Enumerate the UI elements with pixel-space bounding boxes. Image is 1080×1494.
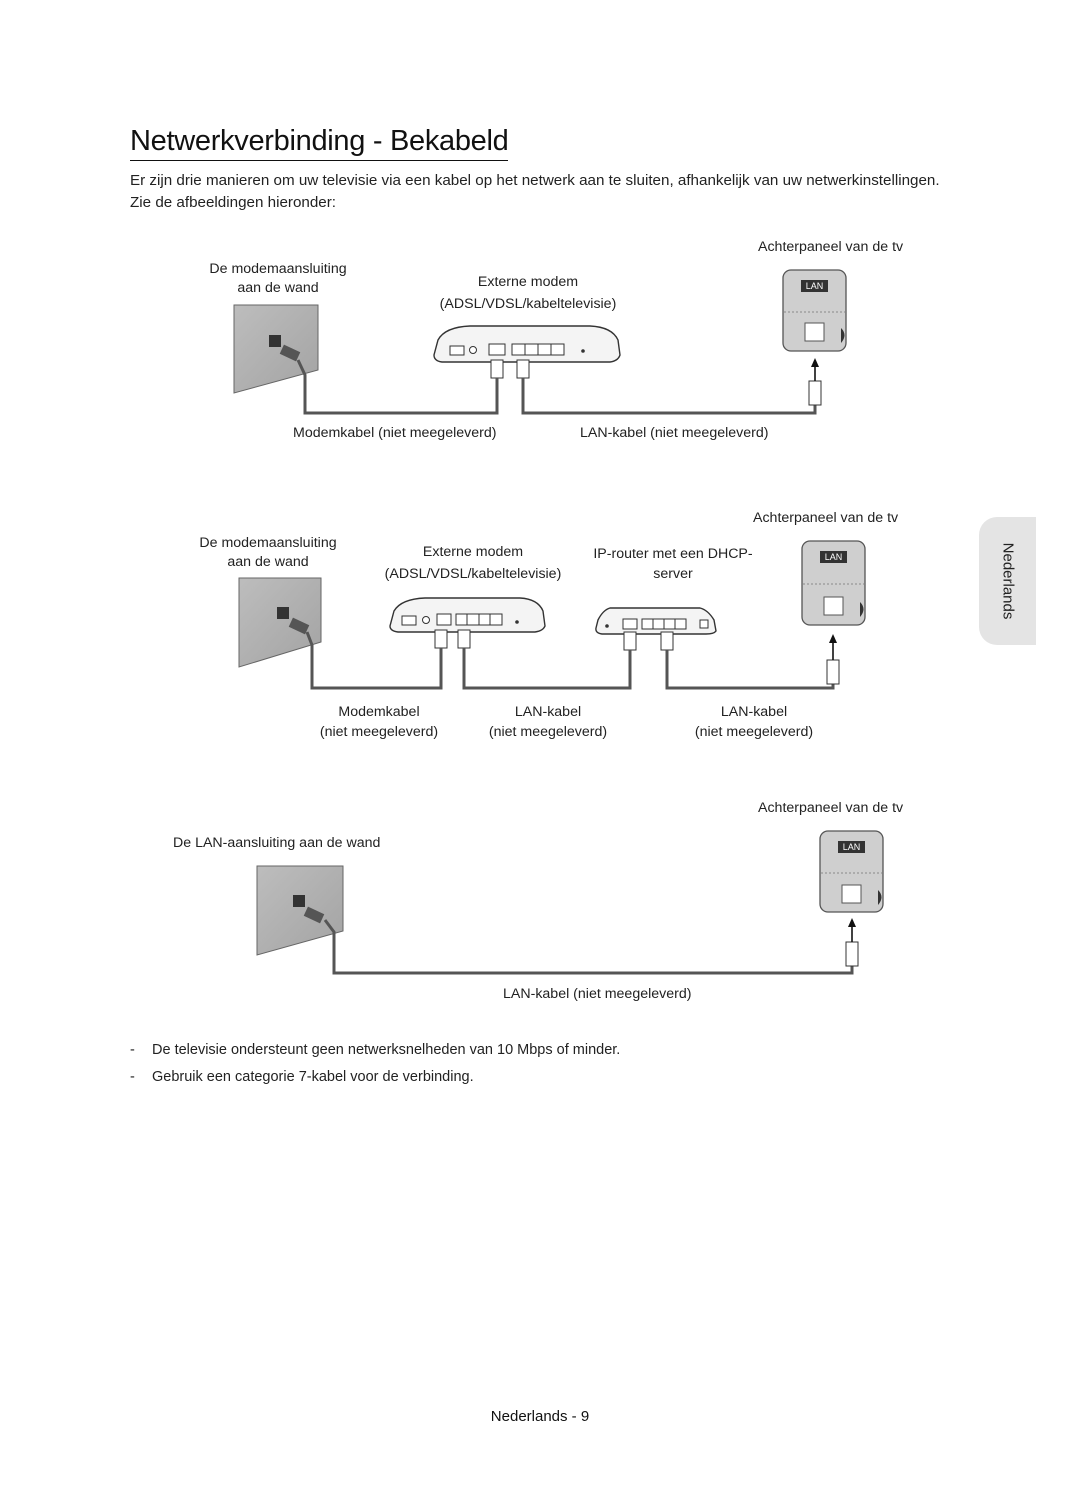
language-side-tab[interactable]: Nederlands: [979, 517, 1036, 645]
diagram3-wall-label: De LAN-aansluiting aan de wand: [173, 835, 381, 851]
diagram1-modem-cable-label: Modemkabel (niet meegeleverd): [293, 425, 497, 441]
diagram2-router-label: IP-router met een DHCP-server: [593, 546, 753, 582]
notes-list: -De televisie ondersteunt geen netwerksn…: [130, 1040, 620, 1094]
note-item: -De televisie ondersteunt geen netwerksn…: [130, 1042, 621, 1058]
diagram2-lan-cable-2-label: LAN-kabel(niet meegeleverd): [694, 704, 814, 740]
diagram2-graphics: [238, 540, 866, 690]
diagram1-wall: [233, 304, 319, 394]
diagram2-modem-cable: [305, 631, 443, 690]
diagram1-lan-port-label: LAN: [805, 281, 824, 291]
diagram1-tv-panel: [782, 269, 847, 352]
note-item: -Gebruik een categorie 7-kabel voor de v…: [130, 1069, 474, 1085]
diagram2-modem-cable-label: Modemkabel(niet meegeleverd): [319, 704, 439, 740]
page-title: Netwerkverbinding - Bekabeld: [130, 124, 509, 161]
diagram3-tv-panel: [819, 830, 884, 913]
diagram1-tv-label: Achterpaneel van de tv: [758, 239, 904, 255]
diagram3-lan-port-label: LAN: [842, 842, 861, 852]
diagram2-tv-panel: [801, 540, 866, 626]
diagram3-tv-label: Achterpaneel van de tv: [758, 800, 904, 816]
diagram2-modem-label: Externe modem(ADSL/VDSL/kabeltelevisie): [384, 544, 562, 582]
diagram2-lan-cable-2: [665, 650, 835, 690]
diagram3-lan-cable: [323, 919, 854, 975]
diagram1-graphics: [233, 269, 847, 415]
diagram3-wall: [256, 865, 344, 956]
diagram3-cable-label: LAN-kabel (niet meegeleverd): [503, 986, 692, 1002]
diagram2-wall: [238, 577, 322, 668]
diagram1-wall-plug: [279, 344, 301, 362]
diagram1-lan-cable-label: LAN-kabel (niet meegeleverd): [580, 425, 769, 441]
diagram2-lan-port-label: LAN: [824, 552, 843, 562]
diagram1-lan-cable: [521, 378, 817, 415]
diagram2-lan-cable-1-label: LAN-kabel(niet meegeleverd): [488, 704, 608, 740]
diagram2-lan-cable-1: [462, 648, 632, 690]
diagram1-wall-socket: [269, 335, 281, 347]
diagram2-tv-label: Achterpaneel van de tv: [753, 510, 899, 526]
intro-paragraph: Er zijn drie manieren om uw televisie vi…: [130, 172, 940, 211]
diagram1-modem-cable: [296, 359, 499, 415]
diagram3-graphics: [256, 830, 884, 975]
page-footer: Nederlands - 9: [490, 1408, 590, 1425]
diagram1-modem-label: Externe modem(ADSL/VDSL/kabeltelevisie): [439, 274, 617, 312]
